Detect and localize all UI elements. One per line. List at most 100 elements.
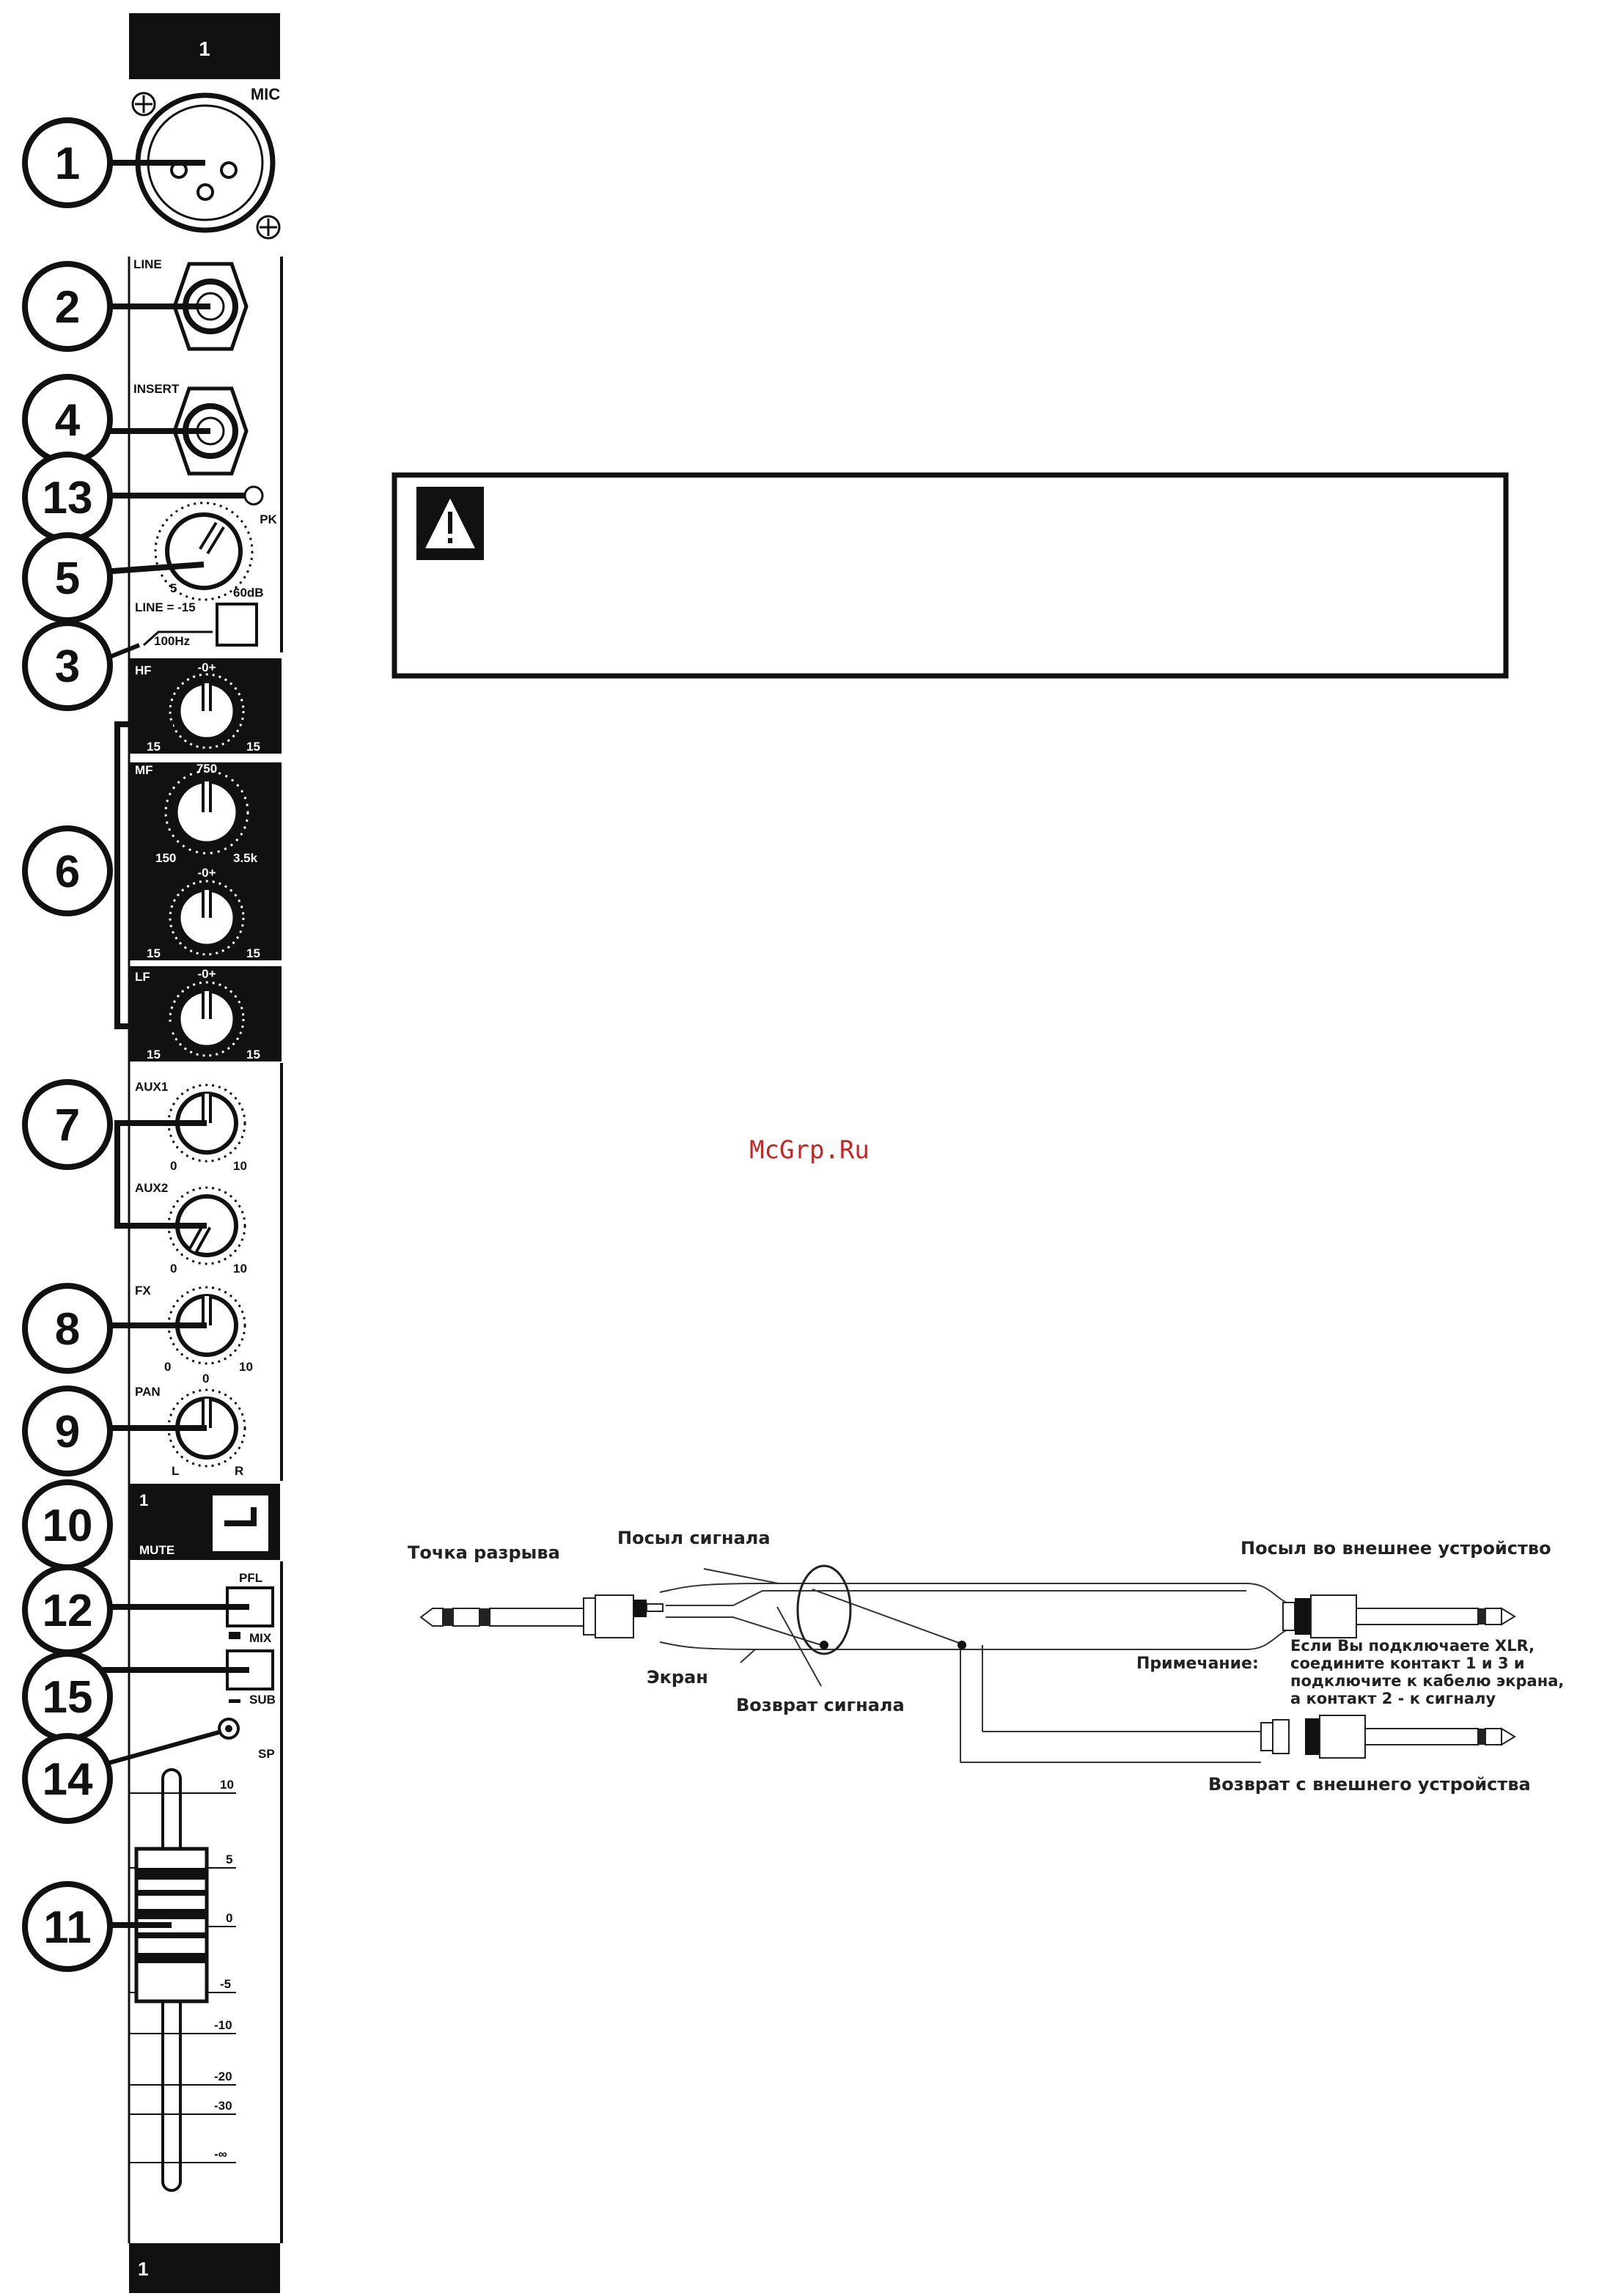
fader-cap[interactable] — [134, 1847, 209, 2004]
svg-text:15: 15 — [43, 1672, 93, 1723]
mf-freq-center-label: 750 — [196, 762, 217, 776]
callouts: 1 2 4 13 5 3 6 — [22, 117, 249, 1972]
mute-channel-number: 1 — [139, 1491, 148, 1509]
gain-max-label: 60dB — [233, 586, 264, 600]
svg-text:12: 12 — [43, 1586, 93, 1636]
svg-text:9: 9 — [55, 1407, 80, 1457]
shield-ring — [796, 1564, 852, 1655]
lowcut-label: 100Hz — [154, 634, 190, 648]
send-plug-icon — [1282, 1594, 1516, 1638]
fader-tick-0: 0 — [226, 1911, 232, 1925]
line-offset-label: LINE = -15 — [135, 600, 196, 614]
aux1-min-label: 0 — [170, 1159, 177, 1173]
line-label: LINE — [133, 257, 162, 271]
send-external-label: Посыл во внешнее устройство — [1240, 1538, 1551, 1559]
channel-strip: 1 MIC LINE INSERT — [128, 13, 283, 2293]
aux2-knob[interactable] — [167, 1186, 246, 1265]
svg-text:8: 8 — [55, 1304, 80, 1355]
screw-icon — [256, 215, 281, 240]
callout-8: 8 — [22, 1283, 207, 1374]
mf-min-label: 15 — [147, 946, 161, 960]
pan-label: PAN — [135, 1385, 161, 1399]
mute-label: MUTE — [139, 1543, 174, 1557]
svg-text:1: 1 — [55, 139, 80, 189]
lf-label: LF — [135, 970, 150, 984]
svg-text:14: 14 — [43, 1754, 93, 1805]
insert-point-label: Точка разрыва — [408, 1542, 560, 1563]
channel-footer-badge — [129, 2243, 280, 2293]
svg-text:6: 6 — [55, 847, 80, 897]
callout-5: 5 — [22, 532, 205, 623]
lf-gain-knob[interactable] — [169, 981, 245, 1057]
pan-center-label: 0 — [202, 1372, 209, 1386]
return-external-label: Возврат с внешнего устройства — [1208, 1774, 1531, 1795]
aux1-label: AUX1 — [135, 1080, 168, 1094]
fx-label: FX — [135, 1284, 151, 1298]
fader-tick-5: 5 — [226, 1852, 232, 1866]
gain-knob[interactable] — [154, 501, 254, 601]
callout-10: 10 — [22, 1479, 113, 1570]
channel-number: 1 — [199, 37, 210, 60]
aux2-max-label: 10 — [233, 1262, 247, 1276]
aux1-max-label: 10 — [233, 1159, 247, 1173]
svg-text:11: 11 — [43, 1902, 92, 1953]
pfl-label: PFL — [239, 1571, 262, 1585]
fader-tick-10: 10 — [220, 1778, 234, 1792]
fader-tick-minus-inf: -∞ — [214, 2147, 227, 2161]
svg-text:10: 10 — [43, 1501, 93, 1551]
note-line-4: а контакт 2 - к сигналу — [1290, 1690, 1496, 1707]
fx-max-label: 10 — [239, 1360, 253, 1374]
pan-left-label: L — [172, 1464, 179, 1478]
channel-footer-number: 1 — [138, 2258, 148, 2280]
note-line-2: соедините контакт 1 и 3 и — [1290, 1655, 1525, 1672]
lowcut-switch[interactable] — [216, 603, 258, 647]
svg-text:3: 3 — [55, 641, 80, 692]
callout-3: 3 — [22, 620, 141, 711]
peak-led — [243, 485, 264, 506]
mf-center-label: -0+ — [197, 866, 216, 880]
lf-center-label: -0+ — [197, 967, 216, 981]
callout-14: 14 — [22, 1729, 222, 1824]
hf-min-label: 15 — [147, 740, 161, 754]
callout-9: 9 — [22, 1386, 207, 1476]
fader-tick-minus10: -10 — [214, 2018, 232, 2032]
lf-max-label: 15 — [246, 1048, 260, 1061]
svg-text:13: 13 — [43, 473, 93, 523]
watermark: McGrp.Ru — [749, 1136, 870, 1165]
svg-text:5: 5 — [55, 553, 80, 604]
lf-min-label: 15 — [147, 1048, 161, 1061]
warning-box — [392, 472, 1509, 679]
callout-15: 15 — [22, 1651, 249, 1742]
insert-cable-diagram: Точка разрыва Посыл сигнала Экран Возвра… — [408, 1528, 1564, 1795]
callout-13: 13 — [22, 452, 245, 542]
pan-right-label: R — [235, 1464, 243, 1478]
mf-label: MF — [135, 763, 153, 777]
fader-tick-minus5: -5 — [220, 1977, 231, 1991]
insert-label: INSERT — [133, 382, 180, 396]
mix-label: MIX — [249, 1631, 272, 1645]
note-line-1: Если Вы подключаете XLR, — [1290, 1637, 1534, 1655]
callout-2: 2 — [22, 261, 210, 352]
mute-button[interactable] — [213, 1495, 268, 1551]
mf-gain-knob[interactable] — [169, 880, 245, 956]
return-plug-icon — [1260, 1715, 1516, 1759]
aux2-label: AUX2 — [135, 1181, 168, 1195]
callout-12: 12 — [22, 1564, 249, 1655]
fader-tick-minus20: -20 — [214, 2069, 232, 2083]
hf-gain-knob[interactable] — [169, 673, 245, 749]
return-signal-label: Возврат сигнала — [736, 1695, 905, 1715]
mf-freq-knob[interactable] — [164, 770, 249, 855]
note-label: Примечание: — [1136, 1655, 1259, 1673]
callout-1: 1 — [22, 117, 205, 208]
sub-label: SUB — [249, 1693, 276, 1707]
send-signal-label: Посыл сигнала — [617, 1528, 771, 1548]
sp-label: SP — [258, 1747, 275, 1761]
fx-min-label: 0 — [164, 1360, 171, 1374]
pk-label: PK — [260, 512, 277, 526]
hf-center-label: -0+ — [197, 661, 216, 674]
mix-indicator — [229, 1632, 240, 1639]
mf-freq-min-label: 150 — [155, 851, 176, 865]
channel-number-badge — [129, 13, 280, 79]
mf-max-label: 15 — [246, 946, 260, 960]
hf-max-label: 15 — [246, 740, 260, 754]
